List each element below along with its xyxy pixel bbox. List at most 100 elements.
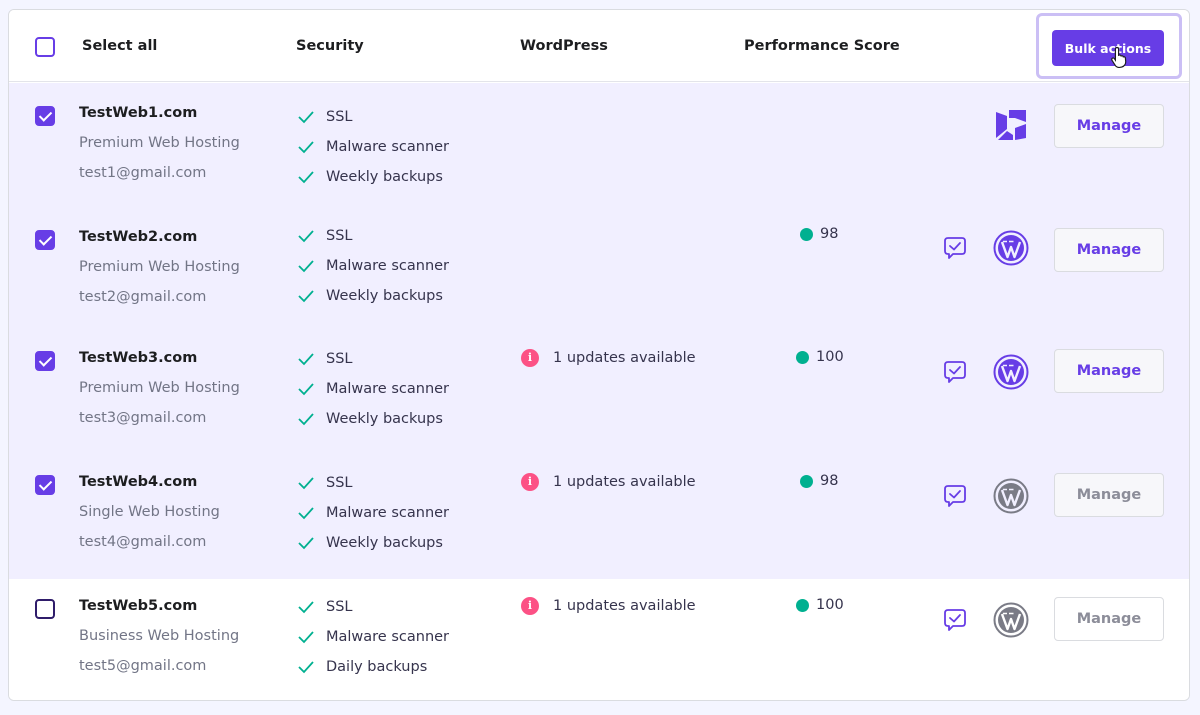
hand-cursor-icon [1111, 46, 1127, 68]
check-icon [298, 353, 314, 366]
security-item: Weekly backups [297, 167, 443, 187]
site-plan: Single Web Hosting [79, 504, 220, 520]
check-icon [298, 230, 314, 243]
wordpress-column-header: WordPress [520, 38, 608, 54]
security-item: Malware scanner [297, 627, 449, 647]
check-icon [298, 413, 314, 426]
wordpress-icon[interactable] [993, 230, 1029, 266]
site-plan: Business Web Hosting [79, 628, 240, 644]
row-checkbox[interactable] [35, 230, 55, 250]
score-status-dot [800, 227, 813, 241]
verified-badge-icon[interactable] [941, 235, 969, 261]
wordpress-updates[interactable]: i 1 updates available [521, 473, 696, 491]
security-item-label: Weekly backups [326, 411, 443, 427]
security-item: Weekly backups [297, 533, 443, 553]
security-item-label: SSL [326, 475, 353, 491]
site-email: test1@gmail.com [79, 165, 207, 181]
wordpress-updates-label: 1 updates available [553, 598, 696, 614]
manage-button[interactable]: Manage [1054, 597, 1164, 641]
site-name[interactable]: TestWeb5.com [79, 598, 198, 614]
site-name[interactable]: TestWeb4.com [79, 474, 198, 490]
site-plan: Premium Web Hosting [79, 380, 240, 396]
wordpress-updates-label: 1 updates available [553, 350, 696, 366]
check-icon [298, 260, 314, 273]
score-value: 98 [820, 473, 839, 489]
bulk-actions-button[interactable]: Bulk actions [1052, 30, 1164, 66]
wordpress-updates[interactable]: i 1 updates available [521, 349, 696, 367]
score-value: 100 [816, 597, 844, 613]
site-name[interactable]: TestWeb2.com [79, 229, 198, 245]
score-status-dot [796, 598, 809, 612]
check-icon [298, 171, 314, 184]
security-item: Malware scanner [297, 137, 449, 157]
security-item: Malware scanner [297, 256, 449, 276]
security-item: Daily backups [297, 657, 427, 677]
wordpress-icon[interactable] [993, 478, 1029, 514]
verified-badge-icon[interactable] [941, 483, 969, 509]
wordpress-updates-label: 1 updates available [553, 474, 696, 490]
performance-score: 98 [800, 473, 838, 489]
manage-button[interactable]: Manage [1054, 473, 1164, 517]
site-email: test5@gmail.com [79, 658, 207, 674]
check-icon [298, 507, 314, 520]
check-icon [298, 601, 314, 614]
info-icon: i [521, 349, 539, 367]
security-item-label: Malware scanner [326, 258, 450, 274]
check-icon [298, 141, 314, 154]
security-item-label: Daily backups [326, 659, 428, 675]
score-status-dot [800, 474, 813, 488]
security-item: Malware scanner [297, 503, 449, 523]
performance-score: 100 [796, 597, 844, 613]
security-item: SSL [297, 226, 353, 246]
manage-button[interactable]: Manage [1054, 349, 1164, 393]
score-value: 98 [820, 226, 839, 242]
select-all-checkbox[interactable] [35, 37, 55, 57]
security-item-label: Malware scanner [326, 381, 450, 397]
check-icon [298, 537, 314, 550]
row-checkbox[interactable] [35, 106, 55, 126]
table-row: TestWeb3.com Premium Web Hosting test3@g… [9, 331, 1189, 455]
row-checkbox[interactable] [35, 475, 55, 495]
site-plan: Premium Web Hosting [79, 259, 240, 275]
security-item: Malware scanner [297, 379, 449, 399]
check-icon [298, 111, 314, 124]
manage-button[interactable]: Manage [1054, 104, 1164, 148]
security-item: Weekly backups [297, 409, 443, 429]
security-item-label: Malware scanner [326, 505, 450, 521]
wordpress-icon[interactable] [993, 354, 1029, 390]
check-icon [298, 477, 314, 490]
performance-score: 98 [800, 226, 838, 242]
security-item: SSL [297, 107, 353, 127]
security-item-label: SSL [326, 351, 353, 367]
manage-button[interactable]: Manage [1054, 228, 1164, 272]
wordpress-icon[interactable] [993, 602, 1029, 638]
check-icon [298, 383, 314, 396]
check-icon [298, 290, 314, 303]
verified-badge-icon[interactable] [941, 607, 969, 633]
websites-table: Select all Security WordPress Performanc… [8, 9, 1190, 701]
hostinger-logo-icon[interactable] [993, 107, 1029, 143]
performance-score: 100 [796, 349, 844, 365]
security-item-label: SSL [326, 109, 353, 125]
security-item-label: Weekly backups [326, 169, 443, 185]
wordpress-updates[interactable]: i 1 updates available [521, 597, 696, 615]
info-icon: i [521, 473, 539, 491]
table-row: TestWeb2.com Premium Web Hosting test2@g… [9, 207, 1189, 331]
site-email: test3@gmail.com [79, 410, 207, 426]
security-item: SSL [297, 597, 353, 617]
row-checkbox[interactable] [35, 351, 55, 371]
site-name[interactable]: TestWeb1.com [79, 105, 198, 121]
security-item: SSL [297, 349, 353, 369]
security-item-label: Weekly backups [326, 288, 443, 304]
performance-column-header: Performance Score [744, 38, 900, 54]
select-all-label[interactable]: Select all [82, 38, 158, 54]
check-icon [298, 631, 314, 644]
row-checkbox[interactable] [35, 599, 55, 619]
bulk-actions-focus-ring: Bulk actions [1036, 13, 1182, 79]
security-item-label: Malware scanner [326, 139, 450, 155]
table-row: TestWeb4.com Single Web Hosting test4@gm… [9, 455, 1189, 579]
verified-badge-icon[interactable] [941, 359, 969, 385]
table-row: TestWeb1.com Premium Web Hosting test1@g… [9, 83, 1189, 207]
security-item: Weekly backups [297, 286, 443, 306]
site-name[interactable]: TestWeb3.com [79, 350, 198, 366]
